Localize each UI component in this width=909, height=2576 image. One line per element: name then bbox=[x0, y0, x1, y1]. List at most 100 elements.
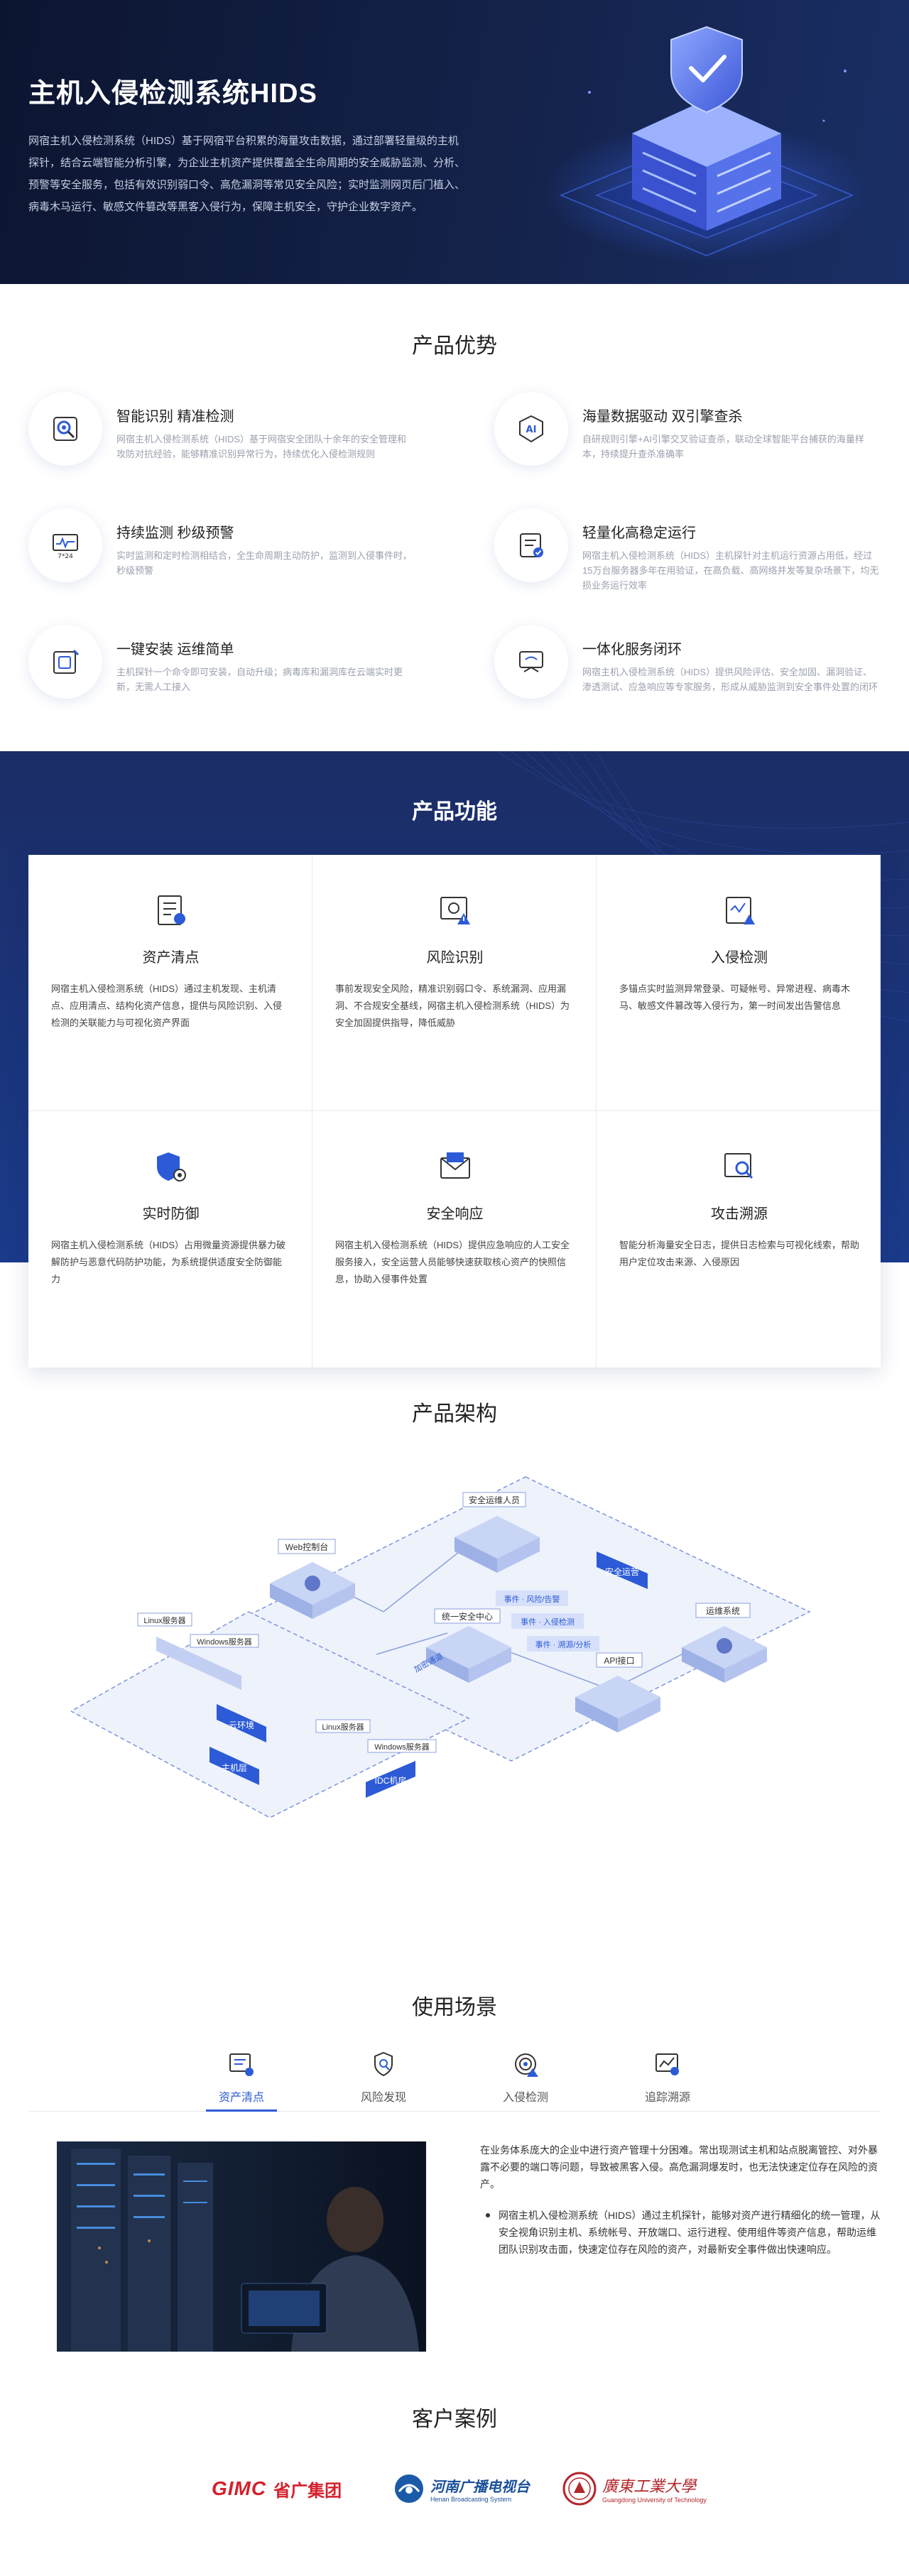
advantages-title: 产品优势 bbox=[412, 334, 497, 358]
shield-gear-icon bbox=[150, 1145, 192, 1188]
trace-search-icon bbox=[718, 1145, 761, 1188]
advantage-name: 持续监测 秒级预警 bbox=[116, 525, 234, 541]
ops-staff-node: 安全运维人员 bbox=[454, 1492, 540, 1573]
event-tag-label: 事件 · 入侵检测 bbox=[521, 1617, 575, 1627]
advantage-desc: 主机探针一个命令即可安装，自动升级；病毒库和漏洞库在云端实时更新，无需人工接入 bbox=[116, 667, 403, 692]
feature-card: 风险识别 事前发现安全风险，精准识别弱口令、系统漏洞、应用漏洞、不合规安全基线，… bbox=[312, 855, 597, 1111]
logo-mark: 廣東工業大學 bbox=[602, 2478, 697, 2496]
node-label: Windows服务器 bbox=[374, 1742, 430, 1752]
scenarios-title: 使用场景 bbox=[412, 1996, 497, 2019]
node-label: Web控制台 bbox=[285, 1541, 328, 1552]
host-platform bbox=[70, 1611, 470, 1818]
scenario-bullet: 网宿主机入侵检测系统（HIDS）通过主机探针，能够对资产进行精细化的统一管理，从… bbox=[480, 2207, 882, 2258]
customers-title: 客户案例 bbox=[412, 2408, 497, 2431]
customer-logos: GIMC 省广集团 河南广播电视台 Henan Broadcasting Sys… bbox=[0, 2464, 909, 2514]
henan-broadcast-emblem-icon bbox=[395, 2474, 423, 2503]
advantage-desc: 实时监测和定时检测相结合，全生命周期主动防护，监测到入侵事件时，秒级预警 bbox=[116, 550, 413, 576]
event-tag-label: 事件 · 风险/告警 bbox=[504, 1594, 560, 1604]
tab-risk-discovery[interactable]: 风险发现 bbox=[348, 2045, 419, 2111]
advantage-name: 智能识别 精准检测 bbox=[116, 409, 234, 425]
customer-logo-gimc: GIMC 省广集团 bbox=[212, 2464, 342, 2514]
risk-warning-icon bbox=[434, 889, 477, 932]
logo-text: 省广集团 bbox=[273, 2480, 342, 2501]
tab-intrusion-detection[interactable]: 入侵检测 bbox=[490, 2045, 561, 2111]
ai-chip-icon: AI bbox=[494, 392, 568, 466]
architecture-title: 产品架构 bbox=[412, 1402, 497, 1426]
customer-logo-gdut: 廣東工業大學 Guangdong University of Technolog… bbox=[562, 2464, 707, 2514]
node-label: 运维系统 bbox=[706, 1606, 740, 1616]
asset-list-icon bbox=[150, 889, 192, 932]
feature-desc: 网宿主机入侵检测系统（HIDS）通过主机发现、主机清点、应用清点、结构化资产信息… bbox=[51, 983, 283, 1028]
hero-text: 主机入侵检测系统HIDS 网宿主机入侵检测系统（HIDS）基于网宿平台积累的海量… bbox=[28, 71, 497, 218]
architecture-diagram: 安全运维人员 安全运营 Web控制台 统一安全中心 bbox=[70, 1448, 838, 1903]
security-center-node: 统一安全中心 bbox=[426, 1608, 511, 1683]
feature-name: 入侵检测 bbox=[711, 950, 768, 966]
advantage-name: 一体化服务闭环 bbox=[582, 642, 682, 657]
tag-label: 主机层 bbox=[222, 1763, 247, 1773]
target-search-icon bbox=[28, 392, 102, 466]
svg-text:AI: AI bbox=[526, 425, 537, 435]
scenario-description: 在业务体系庞大的企业中进行资产管理十分困难。常出现测试主机和站点脱离管控、对外暴… bbox=[480, 2141, 882, 2272]
feature-desc: 事前发现安全风险，精准识别弱口令、系统漏洞、应用漏洞、不合规安全基线，网宿主机入… bbox=[335, 983, 570, 1028]
feature-name: 攻击溯源 bbox=[711, 1206, 768, 1222]
logo-mark: GIMC bbox=[212, 2477, 267, 2499]
customer-logo-henan-broadcasting: 河南广播电视台 Henan Broadcasting System bbox=[393, 2464, 530, 2514]
hero-desc-line: 预警等安全服务，包括有效识别弱口令、高危漏洞等常见安全风险；实时监测网页后门植入… bbox=[28, 179, 466, 191]
advantage-item: 7*24 持续监测 秒级预警 实时监测和定时检测相结合，全生命周期主动防护，监测… bbox=[28, 508, 412, 586]
advantage-desc: 网宿主机入侵检测系统（HIDS）主机探针对主机运行资源占用低，经过15万台服务器… bbox=[582, 550, 879, 591]
tab-label: 入侵检测 bbox=[502, 2092, 548, 2104]
feature-name: 资产清点 bbox=[142, 950, 200, 966]
tag-label: 安全运营 bbox=[605, 1566, 639, 1577]
feature-desc: 网宿主机入侵检测系统（HIDS）提供应急响应的人工安全服务接入，安全运营人员能够… bbox=[335, 1240, 570, 1284]
feature-desc: 智能分析海量安全日志，提供日志检索与可视化线索，帮助用户定位攻击来源、入侵原因 bbox=[619, 1240, 860, 1267]
hero-desc-line: 探针，结合云端智能分析引擎，为企业主机资产提供覆盖全生命周期的安全威胁监测、分析… bbox=[28, 157, 466, 169]
trace-chart-icon bbox=[651, 2048, 684, 2080]
event-tag-label: 事件 · 溯源/分析 bbox=[535, 1639, 592, 1649]
event-tags: 事件 · 风险/告警 事件 · 入侵检测 事件 · 溯源/分析 bbox=[496, 1590, 599, 1652]
hero-server-shield-illustration bbox=[543, 14, 881, 270]
feature-card: 安全响应 网宿主机入侵检测系统（HIDS）提供应急响应的人工安全服务接入，安全运… bbox=[312, 1111, 597, 1368]
api-node: API接口 bbox=[575, 1652, 660, 1732]
gdut-seal-icon bbox=[562, 2472, 597, 2506]
feature-name: 实时防御 bbox=[142, 1206, 200, 1222]
feature-desc: 网宿主机入侵检测系统（HIDS）占用微量资源提供暴力破解防护与恶意代码防护功能，… bbox=[51, 1240, 286, 1284]
feature-name: 安全响应 bbox=[426, 1206, 484, 1222]
tab-trace-source[interactable]: 追踪溯源 bbox=[632, 2045, 703, 2111]
advantage-item: 一体化服务闭环 网宿主机入侵检测系统（HIDS）提供风险评估、安全加固、漏洞验证… bbox=[494, 625, 878, 703]
intrusion-detect-icon bbox=[718, 889, 761, 932]
advantage-name: 一键安装 运维简单 bbox=[116, 642, 234, 657]
security-ops-tag: 安全运营 bbox=[597, 1551, 648, 1589]
service-loop-icon bbox=[494, 625, 568, 699]
node-label: Linux服务器 bbox=[322, 1723, 364, 1732]
tag-label: IDC机房 bbox=[375, 1775, 407, 1786]
tag-label: 云环境 bbox=[229, 1720, 254, 1730]
mail-response-icon bbox=[434, 1145, 477, 1188]
hero-desc-line: 网宿主机入侵检测系统（HIDS）基于网宿平台积累的海量攻击数据，通过部署轻量级的… bbox=[28, 135, 459, 147]
scenario-photo bbox=[57, 2141, 426, 2352]
install-icon bbox=[28, 625, 102, 699]
advantage-desc: 网宿主机入侵检测系统（HIDS）提供风险评估、安全加固、漏洞验证、渗透测试、应急… bbox=[582, 667, 878, 692]
idc-zone: Linux服务器 Windows服务器 IDC机房 加密通道 bbox=[315, 1651, 445, 1798]
advantage-item: 轻量化高稳定运行 网宿主机入侵检测系统（HIDS）主机探针对主机运行资源占用低，… bbox=[494, 508, 878, 591]
feature-desc: 多锚点实时监测异常登录、可疑帐号、异常进程、病毒木马、敏感文件篡改等入侵行为，第… bbox=[619, 983, 851, 1011]
ops-system-node: 运维系统 bbox=[682, 1603, 767, 1683]
web-console-node: Web控制台 bbox=[270, 1539, 355, 1619]
hero-banner: 主机入侵检测系统HIDS 网宿主机入侵检测系统（HIDS）基于网宿平台积累的海量… bbox=[0, 0, 909, 284]
node-label: Windows服务器 bbox=[197, 1637, 252, 1647]
feature-card: 入侵检测 多锚点实时监测异常登录、可疑帐号、异常进程、病毒木马、敏感文件篡改等入… bbox=[597, 855, 881, 1111]
logo-mark: 河南广播电视台 bbox=[430, 2477, 530, 2495]
features-title: 产品功能 bbox=[412, 800, 497, 824]
feature-name: 风险识别 bbox=[426, 950, 484, 966]
feature-card: 实时防御 网宿主机入侵检测系统（HIDS）占用微量资源提供暴力破解防护与恶意代码… bbox=[28, 1111, 312, 1368]
advantage-item: AI 海量数据驱动 双引擎查杀 自研规则引擎+AI引擎交叉验证查杀，联动全球智能… bbox=[494, 392, 864, 470]
scenario-tabs: 资产清点 风险发现 入侵检测 追踪溯源 bbox=[28, 2045, 881, 2112]
feature-card: 资产清点 网宿主机入侵检测系统（HIDS）通过主机发现、主机清点、应用清点、结构… bbox=[28, 855, 312, 1111]
intrusion-target-icon bbox=[509, 2048, 542, 2080]
node-label: Linux服务器 bbox=[143, 1616, 185, 1625]
node-label: 统一安全中心 bbox=[442, 1611, 493, 1622]
advantage-name: 海量数据驱动 双引擎查杀 bbox=[582, 409, 743, 425]
hero-desc-line: 病毒木马运行、敏感文件篡改等黑客入侵行为，保障主机安全，守护企业数字资产。 bbox=[28, 201, 423, 213]
hero-title: 主机入侵检测系统HIDS bbox=[28, 79, 317, 109]
advantage-name: 轻量化高稳定运行 bbox=[582, 525, 696, 541]
tab-asset-inventory[interactable]: 资产清点 bbox=[206, 2045, 277, 2112]
